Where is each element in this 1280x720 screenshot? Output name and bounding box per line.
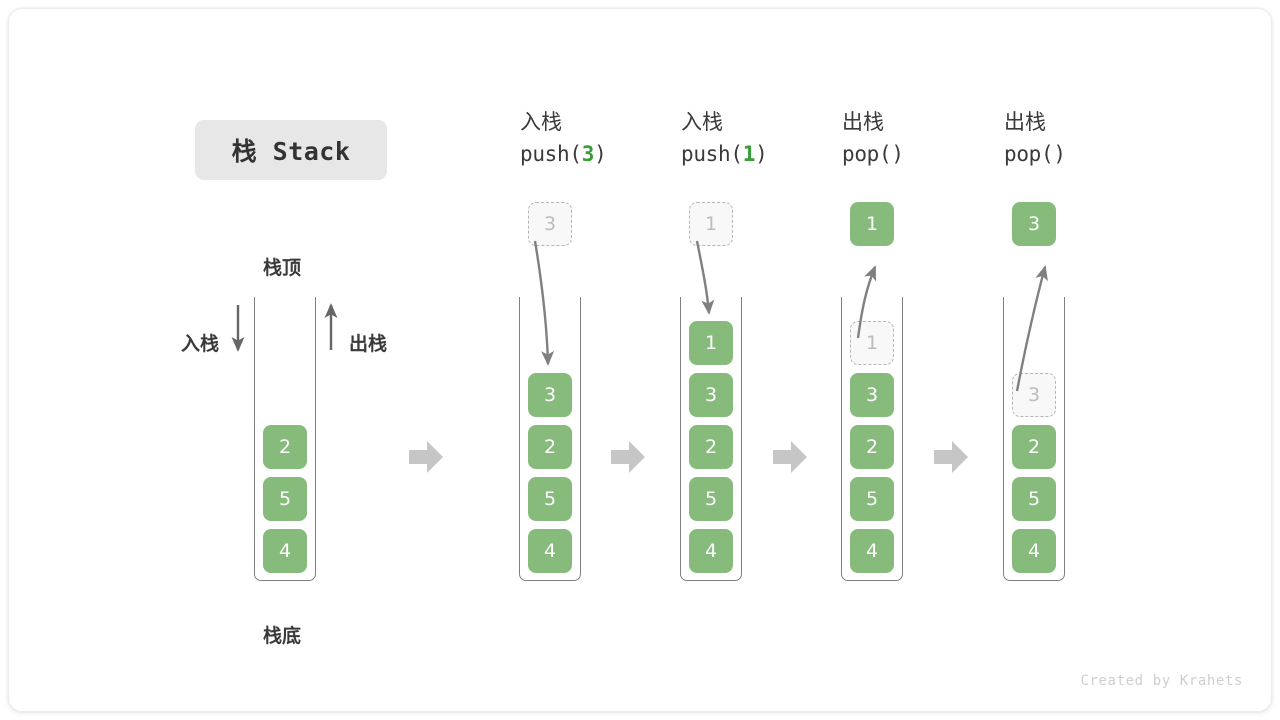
stack-cell: 5 bbox=[689, 477, 733, 521]
code-suffix: ) bbox=[594, 142, 607, 166]
floating-cell-push-3: 3 bbox=[528, 202, 572, 246]
stack-cell: 4 bbox=[850, 529, 894, 573]
stack-cell: 2 bbox=[263, 425, 307, 469]
stack-cell: 4 bbox=[689, 529, 733, 573]
code-suffix: ) bbox=[755, 142, 768, 166]
stack-cell: 2 bbox=[850, 425, 894, 469]
stack-cell: 3 bbox=[1012, 373, 1056, 417]
watermark: Created by Krahets bbox=[1080, 673, 1243, 689]
code-prefix: push( bbox=[520, 142, 582, 166]
column-header-cn-pop-1: 出栈 bbox=[842, 110, 884, 134]
diagram-title-badge: 栈 Stack bbox=[195, 120, 387, 180]
stack-cell: 2 bbox=[528, 425, 572, 469]
push-side-label: 入栈 bbox=[181, 333, 220, 355]
stack-container-push-3 bbox=[519, 297, 581, 581]
stack-cell: 2 bbox=[1012, 425, 1056, 469]
stack-cell: 1 bbox=[850, 321, 894, 365]
column-header-push-1: 入栈 push(1) bbox=[681, 110, 768, 166]
arrow-overlay bbox=[231, 240, 1048, 473]
pop-side-label: 出栈 bbox=[349, 333, 388, 355]
column-header-code-push-1: push(1) bbox=[681, 142, 768, 166]
stack-cell: 5 bbox=[850, 477, 894, 521]
stack-cell: 3 bbox=[528, 373, 572, 417]
column-header-cn-push-3: 入栈 bbox=[520, 110, 562, 134]
stack-cell: 4 bbox=[528, 529, 572, 573]
column-header-pop-1: 出栈 pop() bbox=[842, 112, 904, 165]
code-arg: 1 bbox=[742, 142, 756, 166]
stack-cell: 5 bbox=[1012, 477, 1056, 521]
floating-cell-pop-2: 3 bbox=[1012, 202, 1056, 246]
stack-cell: 3 bbox=[689, 373, 733, 417]
stack-top-label: 栈顶 bbox=[263, 257, 302, 279]
stack-container-initial bbox=[254, 297, 316, 581]
stack-container-pop-2 bbox=[1003, 297, 1065, 581]
floating-cell-pop-1: 1 bbox=[850, 202, 894, 246]
code-prefix: pop( bbox=[842, 142, 892, 166]
stack-cell: 2 bbox=[689, 425, 733, 469]
stack-cell: 5 bbox=[263, 477, 307, 521]
stack-cell: 3 bbox=[850, 373, 894, 417]
stack-cell: 5 bbox=[528, 477, 572, 521]
floating-cell-push-1: 1 bbox=[689, 202, 733, 246]
column-header-cn-pop-2: 出栈 bbox=[1004, 110, 1046, 134]
stack-cell: 1 bbox=[689, 321, 733, 365]
column-header-code-push-3: push(3) bbox=[520, 142, 607, 166]
stack-container-pop-1 bbox=[841, 297, 903, 581]
code-suffix: ) bbox=[1053, 142, 1066, 166]
code-suffix: ) bbox=[891, 142, 904, 166]
code-prefix: push( bbox=[681, 142, 743, 166]
column-header-push-3: 入栈 push(3) bbox=[520, 110, 607, 166]
column-header-cn-push-1: 入栈 bbox=[681, 110, 723, 134]
code-prefix: pop( bbox=[1004, 142, 1054, 166]
stack-cell: 4 bbox=[263, 529, 307, 573]
stack-cell: 4 bbox=[1012, 529, 1056, 573]
stack-bottom-label: 栈底 bbox=[263, 625, 302, 647]
column-header-pop-2: 出栈 pop() bbox=[1004, 112, 1066, 165]
column-header-code-pop-1: pop() bbox=[842, 144, 904, 165]
code-arg: 3 bbox=[581, 142, 595, 166]
stack-container-push-1 bbox=[680, 297, 742, 581]
column-header-code-pop-2: pop() bbox=[1004, 144, 1066, 165]
